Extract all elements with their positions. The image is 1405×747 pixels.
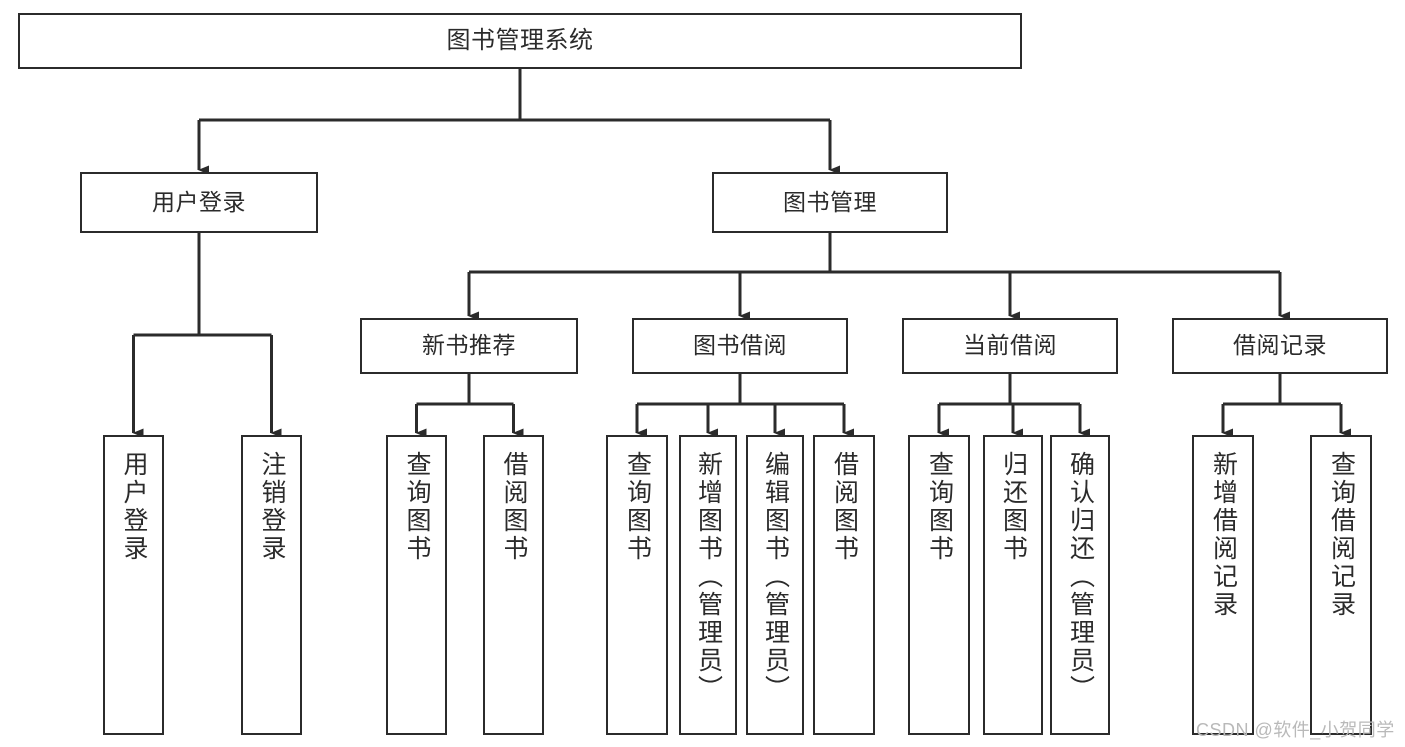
node-leaf13[interactable]: 查询借阅记录	[1310, 435, 1372, 735]
node-label: 新增借阅记录	[1209, 451, 1238, 619]
node-label: 查询图书	[925, 451, 954, 563]
node-leaf3[interactable]: 查询图书	[386, 435, 447, 735]
node-leaf8[interactable]: 借阅图书	[813, 435, 875, 735]
node-label: 借阅记录	[1233, 332, 1327, 359]
node-leaf6[interactable]: 新增图书（管理员）	[679, 435, 737, 735]
node-leaf10[interactable]: 归还图书	[983, 435, 1043, 735]
node-label: 新增图书（管理员）	[694, 451, 723, 703]
node-bookmgmt[interactable]: 图书管理	[712, 172, 948, 233]
node-newbook[interactable]: 新书推荐	[360, 318, 578, 374]
node-record[interactable]: 借阅记录	[1172, 318, 1388, 374]
node-leaf5[interactable]: 查询图书	[606, 435, 668, 735]
node-leaf9[interactable]: 查询图书	[908, 435, 970, 735]
node-label: 归还图书	[999, 451, 1028, 563]
node-label: 图书管理	[783, 188, 877, 215]
node-label: 借阅图书	[500, 451, 528, 563]
node-borrow[interactable]: 图书借阅	[632, 318, 848, 374]
node-label: 新书推荐	[422, 332, 516, 359]
node-current[interactable]: 当前借阅	[902, 318, 1118, 374]
csdn-watermark: CSDN @软件_小贺同学	[1196, 720, 1395, 740]
node-leaf11[interactable]: 确认归还（管理员）	[1050, 435, 1110, 735]
node-label: 注销登录	[258, 451, 286, 563]
node-leaf7[interactable]: 编辑图书（管理员）	[746, 435, 804, 735]
node-label: 图书借阅	[693, 332, 787, 359]
node-label: 查询图书	[623, 451, 652, 563]
node-login[interactable]: 用户登录	[80, 172, 318, 233]
node-label: 借阅图书	[830, 451, 859, 563]
node-label: 图书管理系统	[446, 26, 594, 54]
node-label: 编辑图书（管理员）	[761, 451, 790, 703]
node-leaf1[interactable]: 用户登录	[103, 435, 164, 735]
node-label: 用户登录	[120, 451, 148, 563]
node-label: 确认归还（管理员）	[1066, 451, 1095, 703]
node-label: 当前借阅	[963, 332, 1057, 359]
node-leaf4[interactable]: 借阅图书	[483, 435, 544, 735]
node-leaf2[interactable]: 注销登录	[241, 435, 302, 735]
node-label: 查询图书	[403, 451, 431, 563]
node-label: 用户登录	[152, 188, 246, 215]
node-leaf12[interactable]: 新增借阅记录	[1192, 435, 1254, 735]
node-label: 查询借阅记录	[1327, 451, 1356, 619]
node-root[interactable]: 图书管理系统	[18, 13, 1022, 69]
